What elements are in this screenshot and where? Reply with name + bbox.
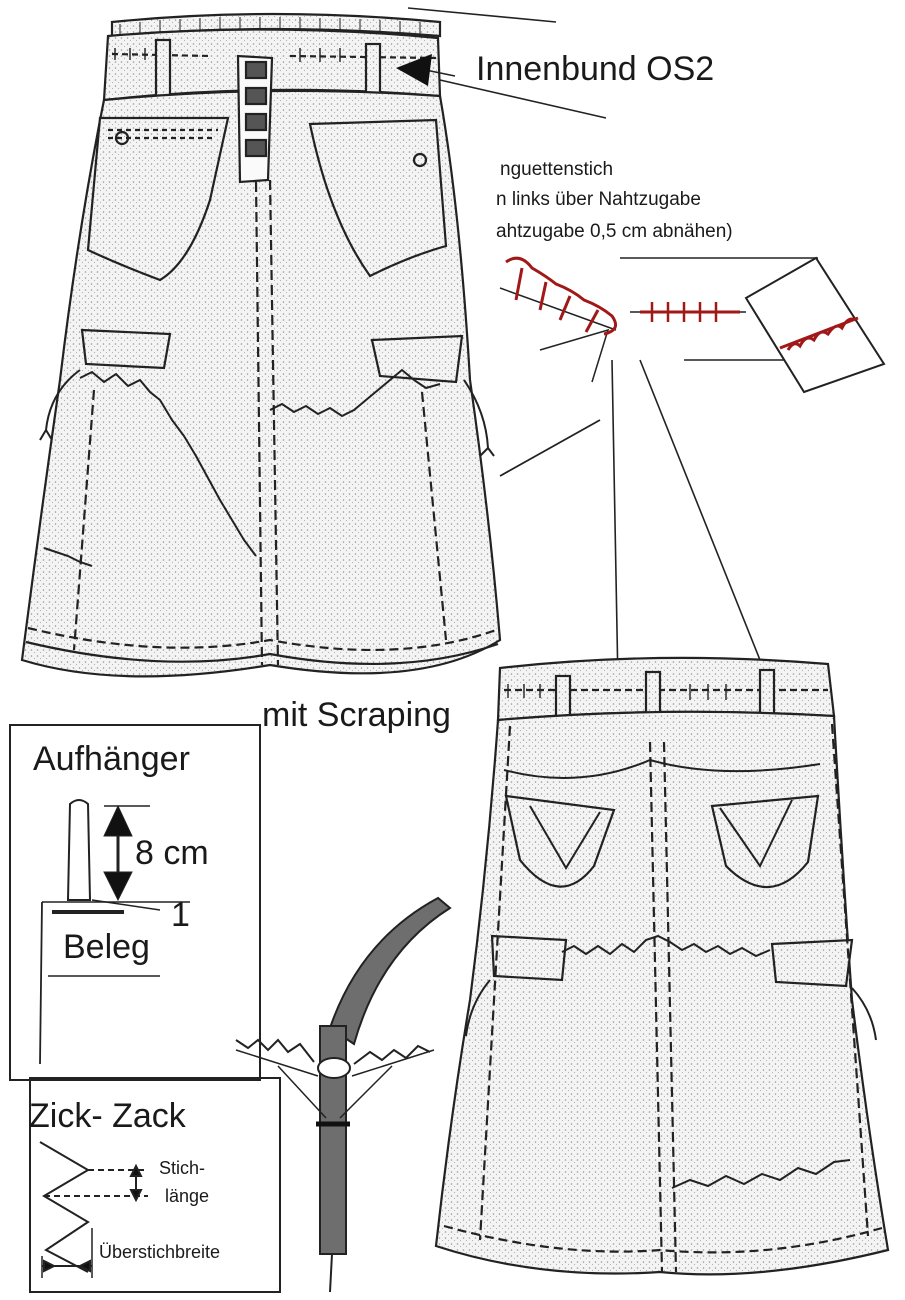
callout-line: [439, 79, 607, 119]
front-left-tab: [80, 328, 172, 370]
facing-label: Beleg: [63, 928, 150, 966]
callout-arrowhead: [396, 54, 432, 86]
zigzag-panel: Zick- Zack Stich- länge Überstichbreite: [29, 1077, 281, 1293]
zigzag-title: Zick- Zack: [29, 1097, 186, 1135]
hanger-title: Aufhänger: [33, 740, 190, 778]
hanger-loop: [66, 799, 92, 901]
stitch-length-label-1: Stich-: [159, 1158, 206, 1178]
back-left-tab: [490, 934, 568, 982]
front-zigzag-seam: [79, 370, 257, 557]
zigzag-diagram: [39, 1141, 148, 1278]
front-right-tab: [370, 334, 464, 384]
back-right-tab: [770, 938, 854, 988]
strap-zipper-detail: [235, 896, 452, 1293]
front-left-pocket: [86, 116, 230, 282]
back-right-pocket: [710, 794, 820, 889]
front-right-pocket: [308, 118, 448, 278]
back-left-pocket: [504, 794, 616, 888]
stitch-detail-illustration: [499, 256, 886, 901]
innenbund-label: Innenbund OS2: [476, 50, 715, 88]
front-skirt-sketch: [20, 12, 502, 678]
stitch-length-label-2: länge: [165, 1186, 210, 1206]
hanger-panel: Aufhänger 8 cm 1 Beleg: [9, 724, 261, 1081]
hanger-diagram: [39, 799, 190, 1065]
back-skirt-body: [434, 710, 890, 1276]
stitch-note-line-3: ahtzugabe 0,5 cm abnähen): [496, 221, 733, 242]
callout-line: [407, 7, 557, 23]
stitch-width-label: Überstichbreite: [99, 1242, 221, 1262]
stitch-note-line-1: nguettenstich: [500, 159, 614, 180]
stitch-detail-panel: [744, 256, 886, 394]
hanger-number: 1: [171, 896, 190, 934]
back-skirt-sketch: [434, 656, 890, 1276]
stitch-note-line-2: n links über Nahtzugabe: [496, 189, 701, 210]
scraping-label: mit Scraping: [262, 696, 451, 734]
hanger-measure: 8 cm: [135, 834, 209, 872]
